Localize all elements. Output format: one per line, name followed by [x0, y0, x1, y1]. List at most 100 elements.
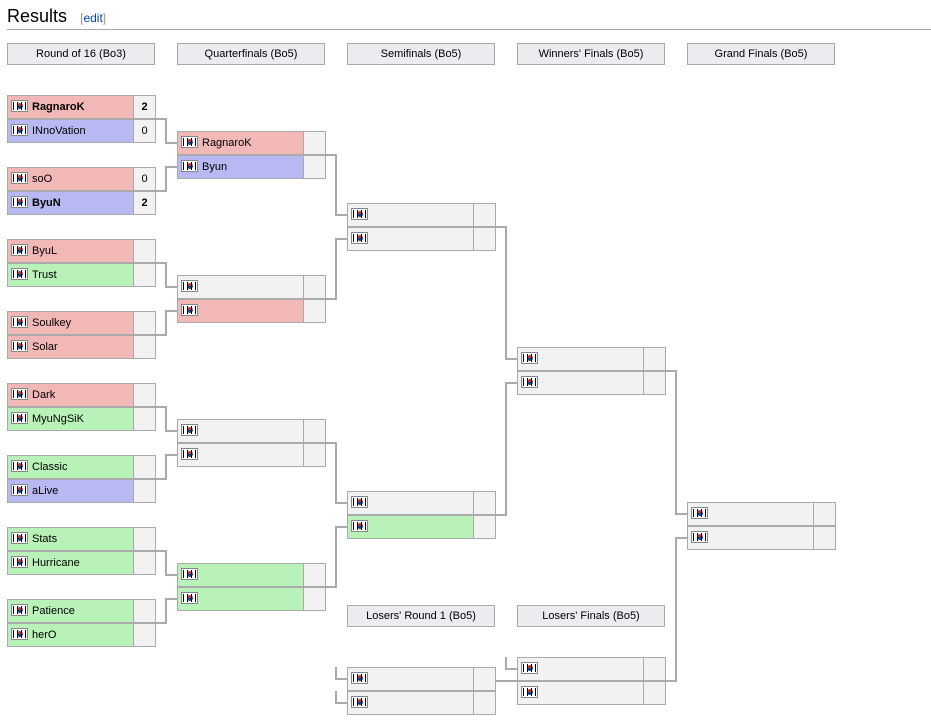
match-slot[interactable]: RagnaroK [177, 131, 326, 155]
match-slot[interactable]: Stats [7, 527, 156, 551]
player-name-cell [178, 588, 304, 610]
player-name: ByuL [32, 245, 58, 257]
south-korea-flag-icon [181, 160, 198, 173]
match-slot[interactable] [177, 563, 326, 587]
match-slot[interactable]: Solar [7, 335, 156, 359]
player-name-cell: ByuN [8, 192, 134, 214]
player-name-cell [348, 228, 474, 250]
score-cell [474, 204, 495, 226]
score-cell: 2 [134, 96, 155, 118]
match-slot[interactable]: RagnaroK 2 [7, 95, 156, 119]
south-korea-flag-icon [11, 604, 28, 617]
player-name-cell: MyuNgSiK [8, 408, 134, 430]
south-korea-flag-icon [11, 244, 28, 257]
match-slot[interactable] [517, 347, 666, 371]
match-slot[interactable] [177, 443, 326, 467]
round-header-lr1: Losers' Round 1 (Bo5) [347, 605, 495, 627]
player-name-cell [348, 692, 474, 714]
match-slot[interactable] [347, 515, 496, 539]
match-slot[interactable] [687, 526, 836, 550]
south-korea-flag-icon [11, 556, 28, 569]
match-slot[interactable] [347, 691, 496, 715]
match-slot[interactable] [177, 587, 326, 611]
match-slot[interactable] [177, 299, 326, 323]
match-slot[interactable]: Hurricane [7, 551, 156, 575]
score-cell [474, 228, 495, 250]
score-cell [134, 264, 155, 286]
match-slot[interactable] [517, 681, 666, 705]
score-cell [304, 588, 325, 610]
player-name: Dark [32, 389, 56, 401]
match-slot[interactable] [177, 419, 326, 443]
match-slot[interactable] [347, 203, 496, 227]
south-korea-flag-icon [521, 662, 538, 675]
player-name: ByuN [32, 197, 61, 209]
score-cell [134, 384, 155, 406]
match-slot[interactable]: MyuNgSiK [7, 407, 156, 431]
match-slot[interactable]: ByuN 2 [7, 191, 156, 215]
score-cell [304, 132, 325, 154]
score-cell [304, 564, 325, 586]
match-slot[interactable]: ByuL [7, 239, 156, 263]
player-name-cell: RagnaroK [8, 96, 134, 118]
player-name-cell [688, 527, 814, 549]
match-slot[interactable] [347, 227, 496, 251]
player-name-cell: Hurricane [8, 552, 134, 574]
player-name-cell [518, 372, 644, 394]
section-title: Results [7, 6, 68, 26]
match-slot[interactable]: Soulkey [7, 311, 156, 335]
south-korea-flag-icon [11, 316, 28, 329]
match-slot[interactable]: Patience [7, 599, 156, 623]
south-korea-flag-icon [351, 208, 368, 221]
south-korea-flag-icon [11, 484, 28, 497]
match-slot[interactable]: soO 0 [7, 167, 156, 191]
south-korea-flag-icon [181, 448, 198, 461]
score-cell [814, 527, 835, 549]
south-korea-flag-icon [521, 686, 538, 699]
south-korea-flag-icon [351, 520, 368, 533]
match-slot[interactable]: INnoVation 0 [7, 119, 156, 143]
score-cell [134, 480, 155, 502]
match-slot[interactable] [517, 371, 666, 395]
match-slot[interactable]: herO [7, 623, 156, 647]
player-name: RagnaroK [202, 137, 252, 149]
score-cell [134, 408, 155, 430]
score-cell [134, 336, 155, 358]
match-slot[interactable]: Byun [177, 155, 326, 179]
south-korea-flag-icon [521, 352, 538, 365]
player-name-cell: Stats [8, 528, 134, 550]
round-header-gf: Grand Finals (Bo5) [687, 43, 835, 65]
score-cell [304, 444, 325, 466]
round-header-wf: Winners' Finals (Bo5) [517, 43, 665, 65]
south-korea-flag-icon [181, 568, 198, 581]
south-korea-flag-icon [11, 388, 28, 401]
score-cell [644, 372, 665, 394]
match-slot[interactable] [687, 502, 836, 526]
player-name: Byun [202, 161, 228, 173]
edit-link[interactable]: edit [83, 11, 103, 25]
match-slot[interactable]: Dark [7, 383, 156, 407]
round-header-r16: Round of 16 (Bo3) [7, 43, 155, 65]
match-slot[interactable] [347, 491, 496, 515]
player-name-cell [688, 503, 814, 525]
player-name-cell [348, 204, 474, 226]
south-korea-flag-icon [11, 532, 28, 545]
match-slot[interactable] [177, 275, 326, 299]
score-cell: 0 [134, 168, 155, 190]
score-cell [814, 503, 835, 525]
south-korea-flag-icon [181, 424, 198, 437]
match-slot[interactable]: Classic [7, 455, 156, 479]
match-slot[interactable]: aLive [7, 479, 156, 503]
score-cell [134, 240, 155, 262]
player-name: INnoVation [32, 125, 86, 137]
player-name: Classic [32, 461, 68, 473]
match-slot[interactable]: Trust [7, 263, 156, 287]
score-cell [644, 658, 665, 680]
score-cell: 2 [134, 192, 155, 214]
player-name: Soulkey [32, 317, 72, 329]
south-korea-flag-icon [181, 592, 198, 605]
match-slot[interactable] [347, 667, 496, 691]
match-slot[interactable] [517, 657, 666, 681]
score-cell [134, 624, 155, 646]
player-name-cell [348, 492, 474, 514]
